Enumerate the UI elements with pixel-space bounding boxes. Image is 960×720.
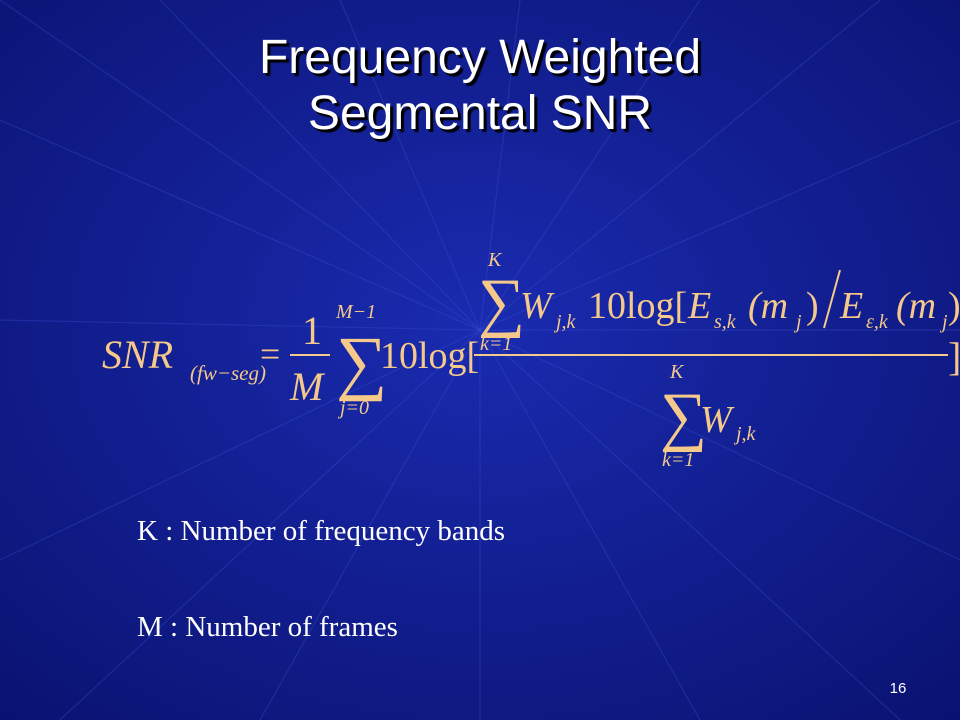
error-energy-argument-subscript: j bbox=[939, 311, 948, 333]
definition-m: M : Number of frames bbox=[137, 611, 398, 643]
outer-close-bracket: ] bbox=[948, 334, 960, 379]
division-slash bbox=[823, 269, 841, 329]
title-line-1: Frequency Weighted bbox=[258, 31, 702, 84]
error-energy: E bbox=[839, 285, 863, 327]
fraction-numerator: 1 bbox=[302, 308, 322, 353]
numerator-weight-subscript: j,k bbox=[553, 311, 577, 333]
outer-sum-lower: j=0 bbox=[337, 397, 369, 419]
signal-energy-argument: (m bbox=[748, 285, 788, 327]
numerator-sum-lower: k=1 bbox=[480, 333, 512, 355]
denominator-sum-upper: K bbox=[669, 361, 685, 383]
denominator-sum-lower: k=1 bbox=[662, 449, 694, 471]
snr-formula: SNR (fw−seg) = 1 M M−1 ∑ j=0 10log[ K ∑ … bbox=[102, 249, 960, 471]
outer-log: 10log[ bbox=[380, 335, 479, 377]
numerator-sum-upper: K bbox=[487, 249, 503, 271]
signal-energy-close: ) bbox=[806, 285, 819, 327]
error-energy-close: ) bbox=[948, 285, 960, 327]
formula-lhs-subscript: (fw−seg) bbox=[190, 361, 266, 385]
slide-title: Frequency Weighted Segmental SNR bbox=[0, 30, 960, 142]
numerator-sum-sigma: ∑ bbox=[478, 266, 525, 339]
signal-energy-subscript: s,k bbox=[714, 311, 737, 333]
denominator-sum-sigma: ∑ bbox=[660, 380, 707, 453]
outer-sum-sigma: ∑ bbox=[336, 322, 387, 402]
signal-energy: E bbox=[687, 285, 711, 327]
signal-energy-argument-subscript: j bbox=[793, 311, 802, 333]
formula-lhs: SNR bbox=[102, 332, 173, 377]
denominator-weight-subscript: j,k bbox=[733, 423, 757, 445]
error-energy-argument: (m bbox=[896, 285, 936, 327]
error-energy-subscript: ε,k bbox=[866, 311, 889, 333]
fraction-denominator: M bbox=[289, 364, 326, 409]
denominator-weight: W bbox=[700, 399, 735, 441]
numerator-weight: W bbox=[520, 285, 555, 327]
definition-k: K : Number of frequency bands bbox=[137, 515, 506, 547]
formula-equals: = bbox=[260, 334, 280, 374]
outer-sum-upper: M−1 bbox=[335, 301, 376, 323]
title-line-2: Segmental SNR bbox=[307, 87, 653, 140]
numerator-log: 10log[ bbox=[588, 285, 687, 327]
slide-number: 16 bbox=[889, 680, 907, 697]
